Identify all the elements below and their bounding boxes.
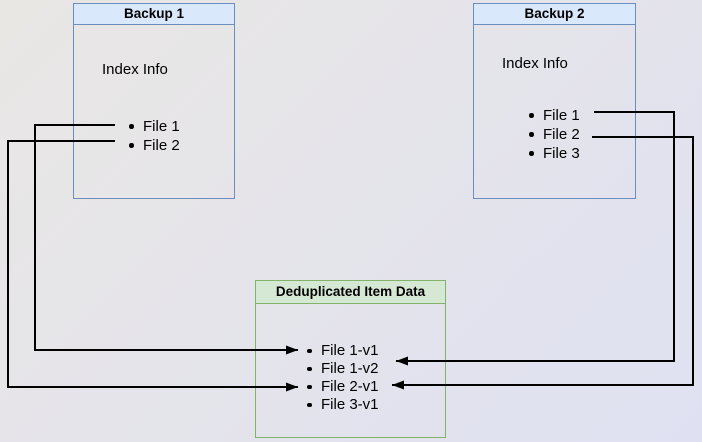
dedup-item: File 2-v1 <box>306 378 379 396</box>
dedup-item: File 1-v2 <box>306 360 379 378</box>
backup1-file-list: File 1 File 2 <box>128 117 180 155</box>
backup2-file-item: File 2 <box>528 125 580 144</box>
backup1-file-item: File 2 <box>128 136 180 155</box>
dedup-title: Deduplicated Item Data <box>256 281 445 304</box>
backup2-title: Backup 2 <box>474 4 635 25</box>
dedup-box: Deduplicated Item Data File 1-v1 File 1-… <box>255 280 446 438</box>
dedup-item-list: File 1-v1 File 1-v2 File 2-v1 File 3-v1 <box>306 342 379 414</box>
backup2-file-item: File 3 <box>528 144 580 163</box>
backup1-index-info-label: Index Info <box>102 61 168 78</box>
backup1-box: Backup 1 Index Info File 1 File 2 <box>73 3 235 199</box>
backup1-file-item: File 1 <box>128 117 180 136</box>
backup2-index-info-label: Index Info <box>502 55 568 72</box>
backup2-file-list: File 1 File 2 File 3 <box>528 106 580 163</box>
backup1-title: Backup 1 <box>74 4 234 25</box>
dedup-item: File 3-v1 <box>306 396 379 414</box>
dedup-item: File 1-v1 <box>306 342 379 360</box>
backup2-file-item: File 1 <box>528 106 580 125</box>
backup2-box: Backup 2 Index Info File 1 File 2 File 3 <box>473 3 636 199</box>
